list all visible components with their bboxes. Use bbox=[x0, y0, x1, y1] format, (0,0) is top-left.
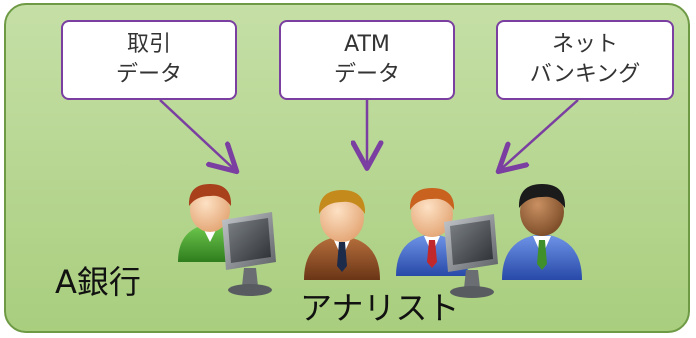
analyst-icon bbox=[502, 184, 582, 280]
source-box-netbanking: ネット バンキング bbox=[496, 20, 674, 100]
source-box-line: データ bbox=[333, 62, 400, 87]
source-box-atm: ATM データ bbox=[279, 20, 455, 100]
source-box-line: ネット bbox=[551, 32, 618, 57]
source-box-line: データ bbox=[115, 62, 182, 87]
arrow-from-transactions bbox=[159, 99, 235, 170]
arrow-from-netbanking bbox=[500, 99, 579, 170]
source-box-line: ATM bbox=[344, 32, 390, 57]
source-box-line: バンキング bbox=[529, 62, 641, 87]
analyst-icon bbox=[304, 190, 380, 280]
source-box-transactions: 取引 データ bbox=[61, 20, 237, 100]
computer-icon bbox=[444, 214, 498, 298]
computer-icon bbox=[222, 212, 276, 296]
analyst-label: アナリスト bbox=[300, 289, 460, 327]
bank-label: A銀行 bbox=[55, 263, 141, 301]
source-box-line: 取引 bbox=[126, 32, 171, 57]
